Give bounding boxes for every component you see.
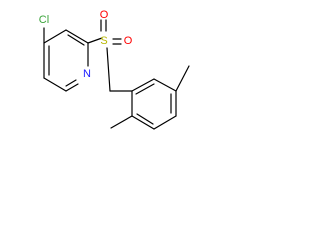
- oxygen-top-label: O: [100, 9, 109, 21]
- bond-s-ch2: [106, 47, 111, 92]
- bond-b5-b6: [131, 115, 155, 130]
- bond-c6-c5: [43, 77, 67, 92]
- bond-b4-b5: [153, 115, 177, 130]
- sulfur-label: S: [100, 35, 107, 47]
- bond-b1-b2-inner: [135, 83, 155, 95]
- bond-b6-methyl: [110, 115, 133, 129]
- chlorine-label: Cl: [39, 14, 49, 26]
- oxygen-right-label: O: [124, 35, 133, 47]
- bond-b2-b3: [153, 78, 177, 92]
- bond-b5-b6-inner: [136, 113, 154, 125]
- bond-b1-b2: [131, 78, 155, 92]
- bond-c3-c2: [65, 29, 89, 44]
- bond-n-c6: [65, 83, 79, 92]
- molecule-diagram: Cl S O O N: [39, 9, 190, 130]
- nitrogen-label: N: [83, 68, 91, 80]
- bond-b3-methyl: [175, 65, 190, 92]
- bond-c2-s: [87, 37, 103, 44]
- bond-c3-c2-inner: [67, 34, 85, 46]
- bond-c4-c3: [43, 29, 67, 44]
- bond-n-c6-inner: [65, 79, 77, 87]
